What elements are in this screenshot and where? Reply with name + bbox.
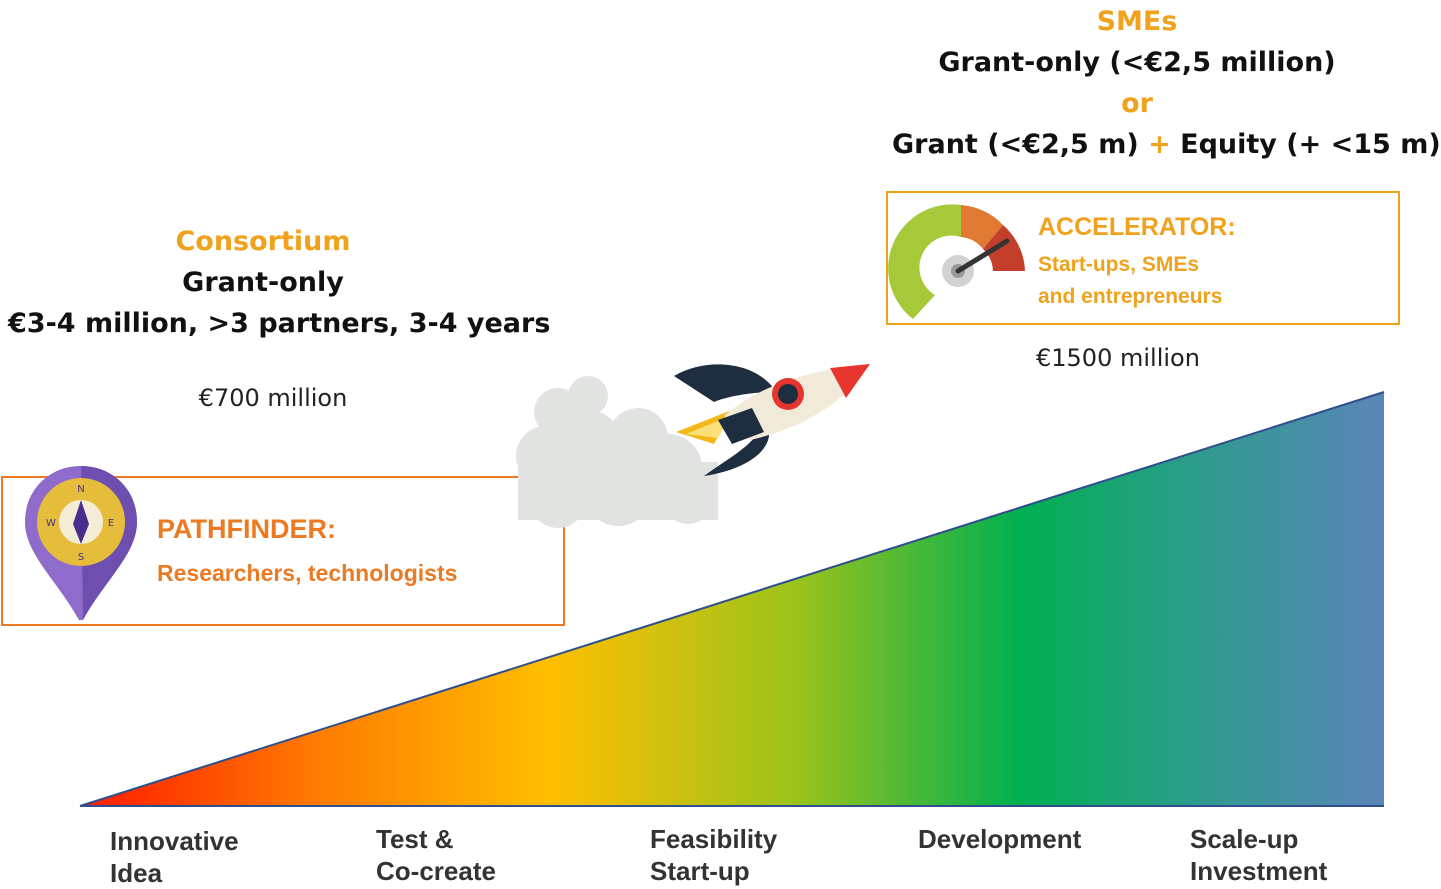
smoke-cloud (516, 376, 718, 528)
smes-grant-part: Grant (<€2,5 m) (892, 129, 1139, 160)
pathfinder-box: N S E W PATHFINDER: Researchers, technol… (1, 466, 565, 626)
compass-pin-icon: N S E W (25, 466, 137, 620)
accelerator-subtitle-1: Start-ups, SMEs (1038, 253, 1200, 276)
compass-e: E (108, 518, 114, 529)
smes-plus: + (1148, 129, 1171, 160)
stage-innovative-idea: Innovative Idea (110, 825, 239, 889)
stage-label-line2: Idea (110, 858, 163, 888)
rocket-icon (674, 364, 870, 476)
stage-test-cocreate: Test & Co-create (376, 823, 496, 887)
speedometer-icon (888, 204, 1025, 319)
stage-scaleup-investment: Scale-up Investment (1190, 823, 1327, 887)
stage-label-line1: Scale-up (1190, 824, 1299, 854)
accelerator-box: ACCELERATOR: Start-ups, SMEs and entrepr… (886, 191, 1400, 325)
consortium-grant-only: Grant-only (182, 267, 344, 298)
stage-label-line1: Innovative (110, 826, 239, 856)
stage-label-line1: Feasibility (650, 824, 778, 854)
stage-label-line1: Test & (376, 824, 454, 854)
compass-w: W (46, 518, 56, 529)
compass-s: S (78, 552, 84, 563)
smes-grant-equity: Grant (<€2,5 m) + Equity (+ <15 m) (892, 129, 1441, 160)
stage-label-line2: Start-up (650, 856, 750, 886)
compass-n: N (77, 484, 84, 495)
accelerator-amount: €1500 million (1036, 344, 1200, 372)
consortium-amount: €700 million (198, 384, 348, 412)
consortium-heading: Consortium (175, 226, 351, 257)
stage-label-line2: Co-create (376, 856, 496, 886)
stage-label-line2: Investment (1190, 856, 1328, 886)
accelerator-subtitle-2: and entrepreneurs (1038, 285, 1223, 308)
smes-heading: SMEs (1096, 6, 1178, 37)
stage-feasibility-startup: Feasibility Start-up (650, 823, 777, 887)
pathfinder-title: PATHFINDER: (157, 514, 336, 544)
smes-grant-only: Grant-only (<€2,5 million) (938, 47, 1336, 78)
smes-equity-part: Equity (+ <15 m) (1180, 129, 1441, 160)
progression-wedge (79, 391, 1385, 807)
accelerator-title: ACCELERATOR: (1038, 213, 1236, 241)
rocket-illustration (516, 364, 870, 528)
pathfinder-subtitle: Researchers, technologists (157, 560, 458, 586)
consortium-details: €3-4 million, >3 partners, 3-4 years (8, 308, 551, 339)
stage-development: Development (918, 823, 1081, 855)
smes-or: or (1121, 88, 1153, 119)
stage-label-line1: Development (918, 824, 1082, 854)
